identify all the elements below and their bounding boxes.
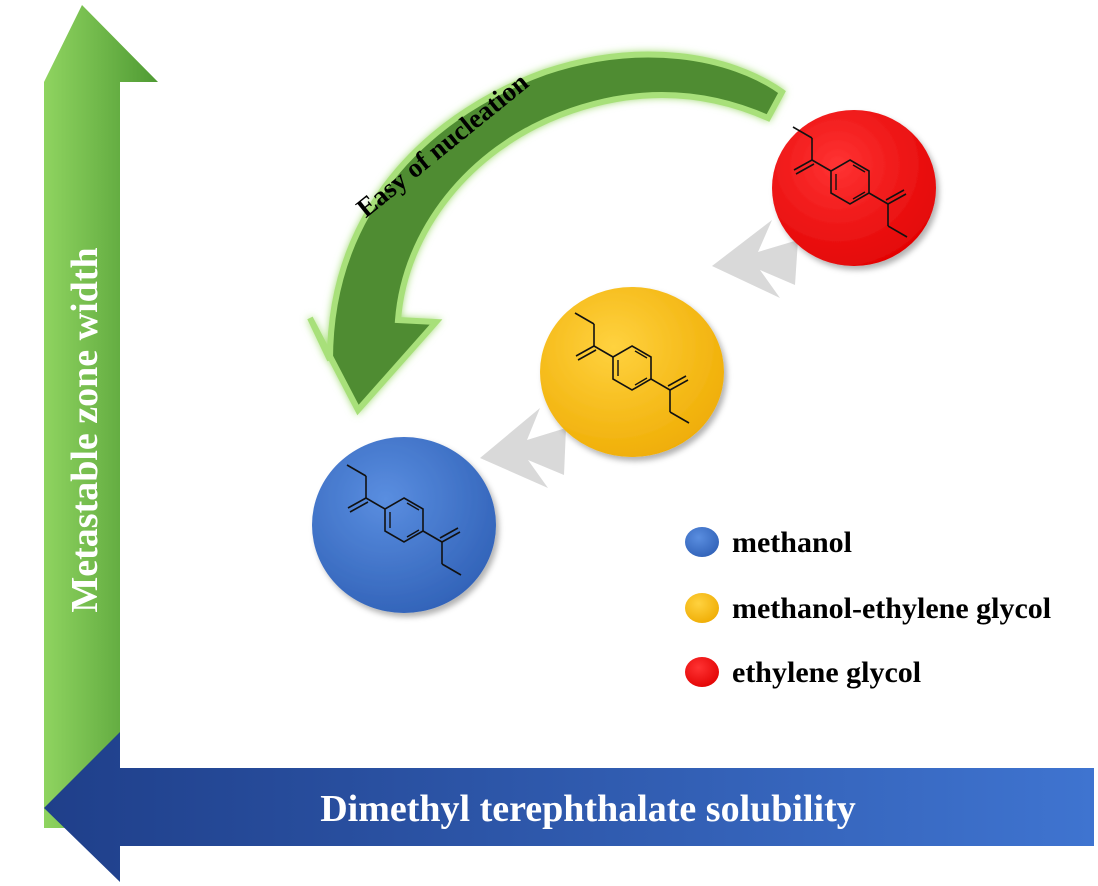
legend-item-ethylene-glycol: ethylene glycol [685,656,921,689]
legend-label-ethylene-glycol: ethylene glycol [732,656,921,689]
legend-swatch-methanol-ethylene-glycol [685,593,719,623]
x-axis-label: Dimethyl terephthalate solubility [320,788,856,830]
y-axis-arrow [44,5,158,828]
x-axis-arrow [44,732,1094,882]
legend-item-methanol-ethylene-glycol: methanol-ethylene glycol [685,592,1051,625]
legend-swatch-methanol [685,527,719,557]
y-axis-label: Metastable zone width [64,247,106,612]
legend-label-methanol: methanol [732,526,852,559]
legend: methanol methanol-ethylene glycol ethyle… [685,526,1051,689]
legend-label-methanol-ethylene-glycol: methanol-ethylene glycol [732,592,1051,625]
step-arrow-yellow-to-blue [480,408,566,488]
nucleation-curve-arrow [307,51,786,416]
circle-ethylene-glycol [772,110,936,266]
step-arrow-red-to-yellow [712,220,798,298]
legend-item-methanol: methanol [685,526,852,559]
circle-methanol [312,437,496,613]
circle-methanol-ethylene-glycol [540,287,724,457]
legend-swatch-ethylene-glycol [685,657,719,687]
